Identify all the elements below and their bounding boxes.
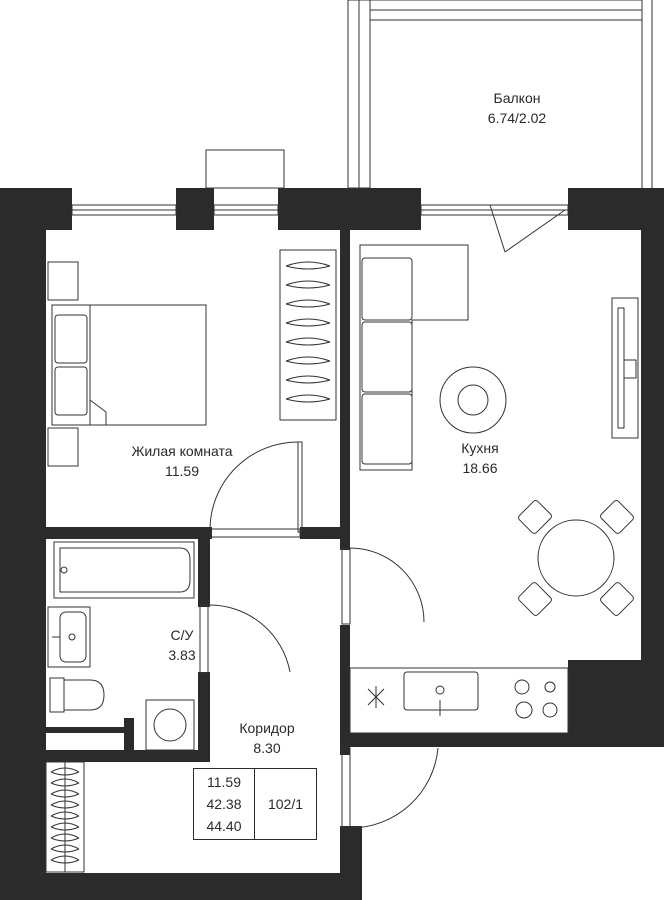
balcony [205,0,653,189]
hanger-icon [285,337,331,346]
room-area: 11.59 [165,463,199,479]
apartment-number: 102/1 [267,796,304,812]
hanger-icon [285,261,331,270]
area-summary-table: 11.59 42.38 44.40 102/1 [193,768,317,840]
wardrobe-hangers [285,261,331,403]
hanger-icon [285,356,331,365]
room-area: 6.74/2.02 [487,110,547,126]
hanger-icon [285,299,331,308]
hanger-icon [50,844,80,853]
hanger-icon [50,833,80,842]
bathroom-furniture [47,541,195,751]
corridor-furniture [45,761,85,873]
room-name: Кухня [461,440,499,456]
room-name: Коридор [239,720,295,736]
total-area-with-balcony-value: 44.40 [206,818,242,834]
doors [199,441,439,829]
area-values: 11.59 42.38 44.40 [194,769,255,839]
hanger-icon [50,800,80,809]
hanger-icon [50,767,80,776]
hanger-icon [285,375,331,384]
hanger-icon [50,822,80,831]
living-area-value: 11.59 [207,774,241,790]
room-area: 18.66 [462,460,498,476]
hanger-icon [50,789,80,798]
room-label-corridor: Коридор 8.30 [225,718,309,758]
corridor-hangers [50,767,80,864]
room-area: 8.30 [253,740,281,756]
room-area: 3.83 [168,647,196,663]
kitchen-furniture [349,244,639,734]
room-name: Жилая комната [131,443,233,459]
room-label-living: Жилая комната 11.59 [120,441,244,481]
room-label-kitchen: Кухня 18.66 [440,438,520,478]
hanger-icon [285,318,331,327]
walls [0,188,664,900]
hanger-icon [285,394,331,403]
total-area-value: 42.38 [206,796,242,812]
living-furniture [47,249,337,467]
hanger-icon [50,811,80,820]
windows [71,204,569,253]
room-label-bathroom: С/У 3.83 [152,625,212,665]
room-label-balcony: Балкон 6.74/2.02 [470,88,564,128]
hanger-icon [285,280,331,289]
hanger-icon [50,778,80,787]
hanger-icon [50,855,80,864]
chairs [518,500,634,616]
room-name: Балкон [493,90,541,106]
room-name: С/У [170,627,194,643]
